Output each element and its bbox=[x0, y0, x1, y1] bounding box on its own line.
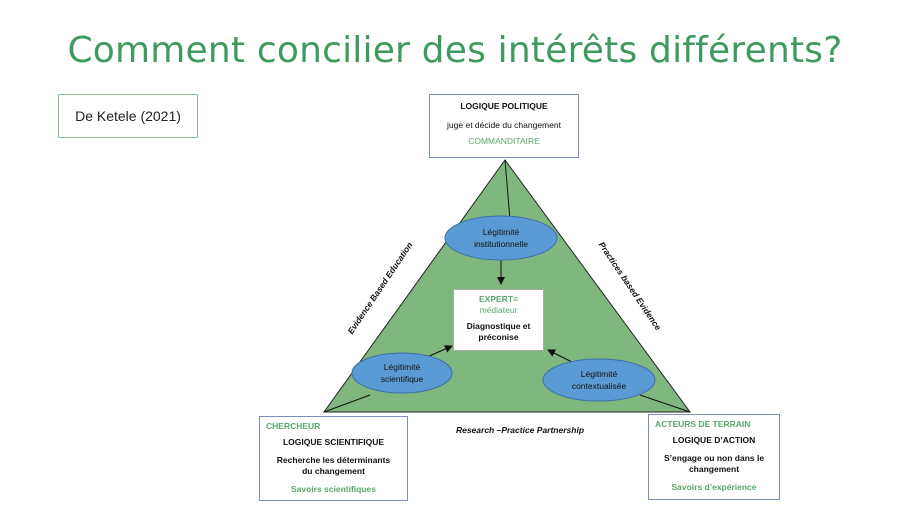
center-expert-box: EXPERT= médiateur Diagnostique et précon… bbox=[453, 289, 544, 351]
reference-box: De Ketele (2021) bbox=[58, 94, 198, 138]
arrow-right-to-center bbox=[547, 349, 573, 363]
ellipse-left-line1: Légitimité bbox=[383, 362, 421, 372]
right-line2: changement bbox=[688, 464, 740, 474]
ellipse-right-label: Légitimité contextualisée bbox=[543, 359, 655, 401]
left-role: CHERCHEUR bbox=[266, 421, 321, 431]
center-line2: médiateur bbox=[479, 305, 518, 315]
left-scientifique-box: CHERCHEUR LOGIQUE SCIENTIFIQUE Recherche… bbox=[259, 416, 408, 501]
ellipse-top-label: Légitimité institutionnelle bbox=[445, 216, 557, 260]
ellipse-top bbox=[444, 215, 558, 261]
ellipse-left bbox=[351, 352, 453, 394]
ellipse-top-line1: Légitimité bbox=[482, 227, 520, 237]
ellipse-right-line2: contextualisée bbox=[571, 381, 627, 391]
line-top-to-ellipse bbox=[504, 159, 511, 221]
top-role: COMMANDITAIRE bbox=[468, 136, 540, 146]
line-right-corner bbox=[639, 394, 691, 413]
top-heading: LOGIQUE POLITIQUE bbox=[460, 101, 548, 111]
center-line4: préconise bbox=[478, 332, 519, 342]
left-footer: Savoirs scientifiques bbox=[290, 484, 377, 494]
slide-title: Comment concilier des intérêts différent… bbox=[67, 30, 843, 71]
left-line2: du changement bbox=[302, 466, 365, 476]
right-action-box: ACTEURS DE TERRAIN LOGIQUE D’ACTION S’en… bbox=[648, 414, 780, 500]
right-line1: S’engage ou non dans le bbox=[663, 453, 765, 463]
left-heading: LOGIQUE SCIENTIFIQUE bbox=[282, 437, 385, 447]
left-line1: Recherche les déterminants bbox=[276, 455, 391, 465]
top-politique-box: LOGIQUE POLITIQUE juge et décide du chan… bbox=[429, 94, 579, 158]
triangle-shape bbox=[323, 159, 691, 413]
ellipse-left-label: Légitimité scientifique bbox=[352, 353, 452, 393]
ellipse-right bbox=[542, 358, 656, 402]
ellipse-left-line2: scientifique bbox=[380, 374, 424, 384]
side-label-bottom: Research –Practice Partnership bbox=[455, 425, 585, 435]
reference-text: De Ketele (2021) bbox=[75, 108, 181, 124]
center-line3: Diagnostique et bbox=[466, 321, 531, 331]
right-role: ACTEURS DE TERRAIN bbox=[655, 419, 751, 429]
right-heading: LOGIQUE D’ACTION bbox=[672, 435, 756, 445]
top-line: juge et décide du changement bbox=[447, 120, 561, 130]
ellipse-right-line1: Légitimité bbox=[580, 369, 618, 379]
center-line1: EXPERT= bbox=[479, 294, 518, 304]
right-footer: Savoirs d’expérience bbox=[671, 482, 757, 492]
line-left-corner bbox=[323, 394, 371, 413]
ellipse-top-line2: institutionnelle bbox=[474, 239, 528, 249]
